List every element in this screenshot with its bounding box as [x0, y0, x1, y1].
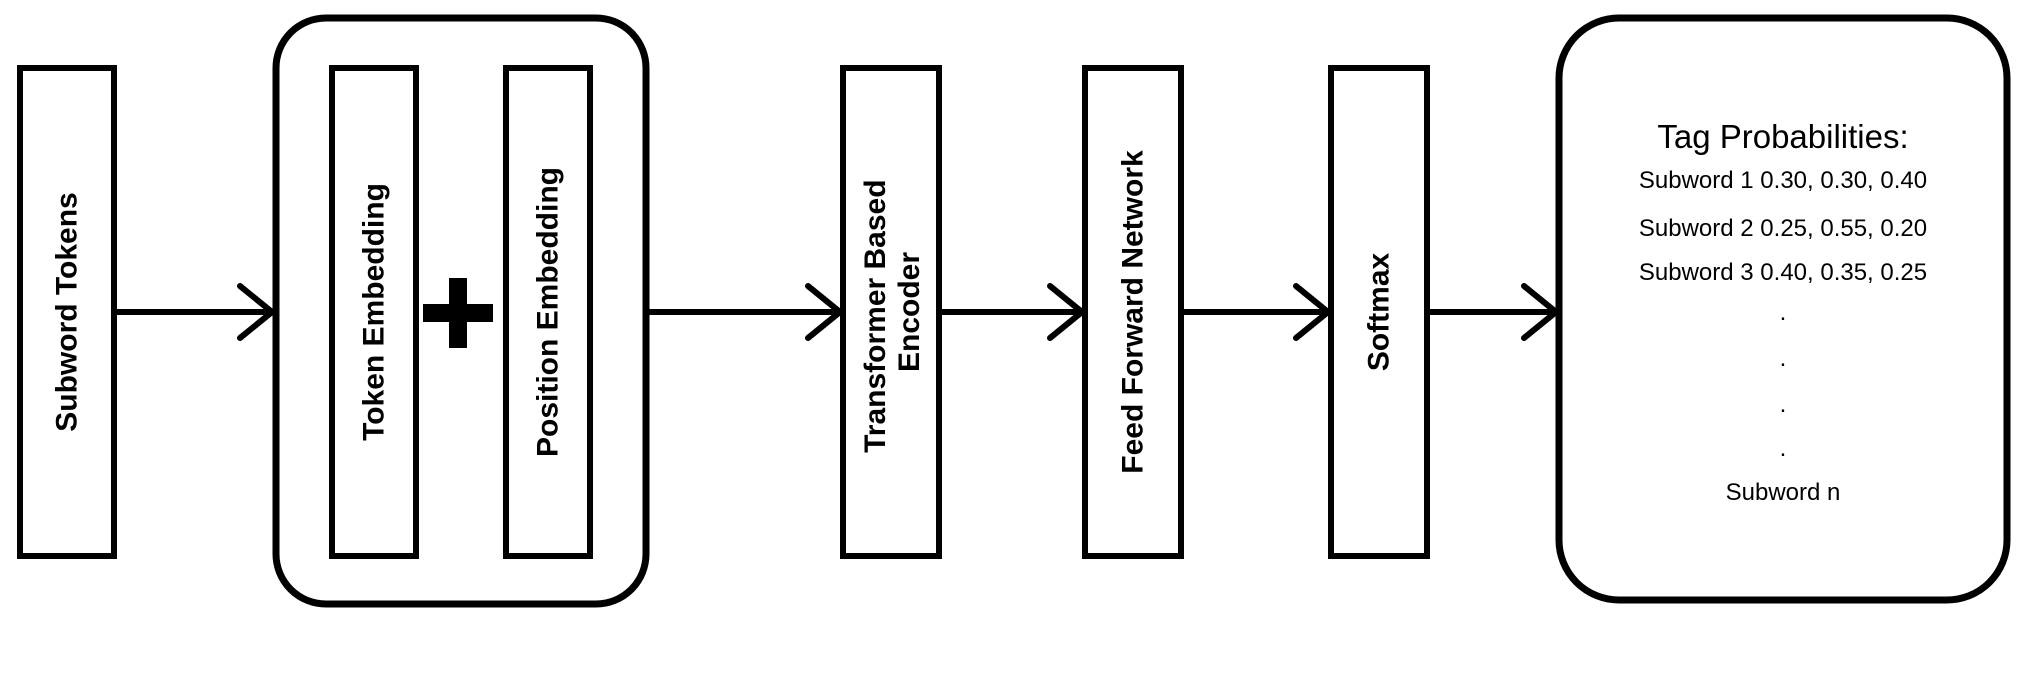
embedding-group: Token Embedding Position Embedding	[272, 14, 650, 608]
tag-probabilities-title: Tag Probabilities:	[1657, 118, 1908, 155]
subword-tokens-label: Subword Tokens	[51, 192, 84, 431]
subword-tokens-node: Subword Tokens	[17, 65, 117, 559]
feed-forward-label: Feed Forward Network	[1117, 150, 1150, 474]
tag-probabilities-node: Tag Probabilities: Subword 1 0.30, 0.30,…	[1555, 14, 2011, 604]
encoder-line-1: Transformer Based	[859, 179, 892, 452]
feed-forward-node: Feed Forward Network	[1082, 65, 1184, 559]
transformer-encoder-node: Transformer Based Encoder	[840, 65, 942, 559]
token-embedding-label: Token Embedding	[358, 183, 391, 441]
output-ellipsis-4: .	[1780, 435, 1787, 462]
output-row-n: Subword n	[1726, 479, 1841, 506]
position-embedding-node: Position Embedding	[503, 65, 593, 559]
arrow-embeddings-to-encoder	[646, 283, 845, 341]
encoder-line-2: Encoder	[893, 252, 926, 372]
arrow-encoder-to-ffn	[939, 283, 1087, 341]
softmax-node: Softmax	[1328, 65, 1430, 559]
token-embedding-node: Token Embedding	[329, 65, 419, 559]
transformer-encoder-label: Transformer Based Encoder	[859, 171, 926, 453]
output-ellipsis-2: .	[1780, 345, 1787, 372]
position-embedding-label: Position Embedding	[532, 167, 565, 457]
arrow-tokens-to-embeddings	[114, 283, 277, 341]
output-row-3: Subword 3 0.40, 0.35, 0.25	[1639, 259, 1927, 286]
arrow-softmax-to-output	[1427, 283, 1561, 341]
output-ellipsis-1: .	[1780, 299, 1787, 326]
arrow-ffn-to-softmax	[1181, 283, 1333, 341]
plus-icon	[423, 278, 493, 348]
softmax-label: Softmax	[1363, 253, 1396, 372]
output-row-1: Subword 1 0.30, 0.30, 0.40	[1639, 167, 1927, 194]
output-row-2: Subword 2 0.25, 0.55, 0.20	[1639, 215, 1927, 242]
output-ellipsis-3: .	[1780, 391, 1787, 418]
